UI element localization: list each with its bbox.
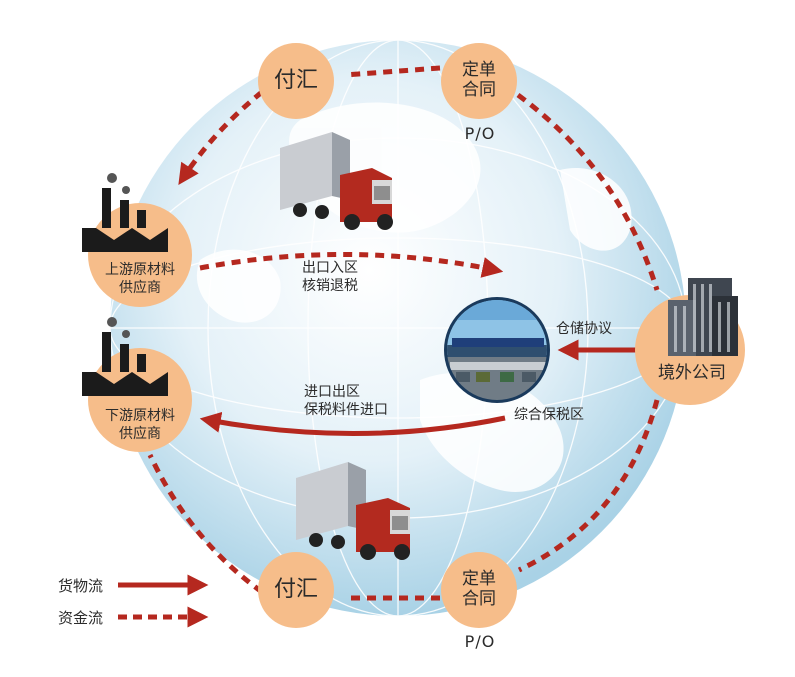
funds-flow-arrows — [147, 65, 660, 601]
export-note-line1: 出口入区 — [302, 260, 358, 276]
contract-label-bottom-line2: 合同 — [462, 589, 496, 609]
export-note-line2: 核销退税 — [302, 277, 358, 294]
legend-funds-flow: 资金流 — [58, 609, 104, 627]
factory-icon — [82, 173, 168, 252]
upstream-label-line1: 上游原材料 — [105, 262, 175, 278]
legend-goods-flow: 货物流 — [58, 577, 104, 595]
upstream-supplier-label: 上游原材料 供应商 — [86, 262, 194, 297]
payment-label-top: 付汇 — [273, 68, 318, 94]
downstream-supplier-label: 下游原材料 供应商 — [86, 408, 194, 443]
export-note: 出口入区 核销退税 — [302, 260, 358, 295]
contract-label-bottom-line1: 定单 — [462, 569, 496, 590]
po-label-top: P/O — [464, 124, 496, 143]
storage-agreement-label: 仓储协议 — [556, 321, 612, 337]
import-note: 进口出区 保税料件进口 — [304, 384, 388, 419]
legend-graphics — [118, 574, 209, 628]
upstream-disc — [88, 203, 192, 307]
import-note-line1: 进口出区 — [304, 384, 360, 400]
bonded-zone-label: 综合保税区 — [514, 407, 584, 423]
truck-icon — [280, 132, 393, 230]
import-note-line2: 保税料件进口 — [304, 401, 388, 418]
office-building-icon — [668, 278, 738, 356]
overseas-company-label: 境外公司 — [658, 363, 726, 383]
truck-icon — [296, 462, 410, 560]
downstream-label-line2: 供应商 — [119, 425, 161, 442]
goods-flow-arrows — [199, 339, 636, 436]
bonded-zone-photo — [444, 297, 550, 403]
contract-label-top-line1: 定单 — [462, 60, 496, 81]
po-label-bottom: P/O — [464, 632, 496, 651]
upstream-label-line2: 供应商 — [119, 279, 161, 296]
payment-node-bottom: 付汇 — [258, 552, 334, 628]
downstream-label-line1: 下游原材料 — [105, 408, 175, 424]
factory-icon — [82, 317, 168, 396]
contract-node-top: 定单 合同 — [441, 43, 517, 119]
contract-node-bottom: 定单 合同 — [441, 552, 517, 628]
payment-label-bottom: 付汇 — [273, 577, 318, 603]
payment-node-top: 付汇 — [258, 43, 334, 119]
contract-label-top-line2: 合同 — [462, 80, 496, 100]
continents — [196, 102, 632, 492]
